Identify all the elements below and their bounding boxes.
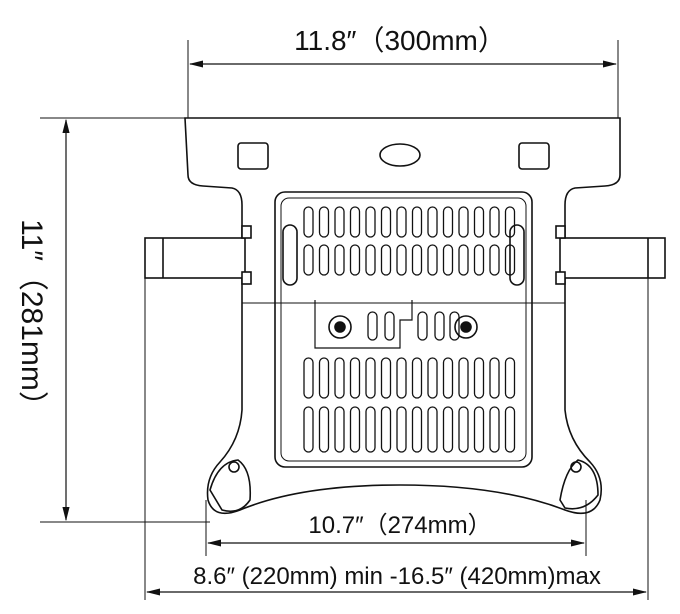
slot	[303, 244, 314, 276]
base-width-dimension: 10.7″（274mm）	[205, 500, 587, 556]
slot	[384, 311, 395, 341]
slot	[396, 206, 407, 238]
slot	[334, 244, 345, 276]
slot	[458, 357, 469, 399]
slot	[380, 244, 392, 276]
slot	[365, 357, 376, 399]
slot	[427, 244, 438, 276]
slot	[427, 357, 438, 399]
slot	[334, 206, 345, 238]
slot	[489, 357, 500, 399]
slot	[489, 244, 500, 276]
slot	[303, 206, 314, 238]
slot	[365, 406, 376, 453]
slot	[442, 206, 454, 238]
slot	[473, 406, 485, 453]
slot	[489, 206, 500, 238]
slot	[458, 406, 469, 453]
slot	[458, 244, 469, 276]
slot	[396, 357, 407, 399]
height-dimension: 11″（281mm）	[15, 117, 210, 523]
slot	[396, 244, 407, 276]
slot	[318, 357, 330, 399]
slot	[442, 357, 454, 399]
slot	[473, 244, 485, 276]
slot	[411, 406, 423, 453]
slot	[427, 206, 438, 238]
slot	[318, 244, 330, 276]
ventilation-slots	[303, 206, 516, 453]
slot	[365, 206, 376, 238]
slot	[334, 357, 345, 399]
slot	[365, 244, 376, 276]
slot	[434, 311, 445, 341]
top-width-label: 11.8″（300mm）	[294, 25, 506, 56]
slot	[349, 206, 361, 238]
slot	[442, 244, 454, 276]
slot	[504, 244, 516, 276]
slot	[380, 206, 392, 238]
arm-range-label: 8.6″ (220mm) min -16.5″ (420mm)max	[193, 563, 601, 590]
slot	[458, 206, 469, 238]
slot	[303, 357, 314, 399]
height-label: 11″（281mm）	[15, 219, 48, 421]
base-width-label: 10.7″（274mm）	[308, 512, 491, 539]
slot	[380, 406, 392, 453]
slot	[318, 206, 330, 238]
slot	[473, 206, 485, 238]
laptop-tray-drawing	[144, 117, 666, 515]
slot	[349, 357, 361, 399]
slot	[417, 311, 428, 341]
slot	[504, 206, 516, 238]
slot	[367, 311, 378, 341]
arm-range-dimension: 8.6″ (220mm) min -16.5″ (420mm)max	[144, 278, 649, 600]
slot	[334, 406, 345, 453]
slot	[504, 406, 516, 453]
slot	[449, 311, 460, 341]
slot	[504, 357, 516, 399]
slot	[411, 357, 423, 399]
slot	[411, 244, 423, 276]
top-width-dimension: 11.8″（300mm）	[187, 25, 619, 118]
slot	[442, 406, 454, 453]
slot	[427, 406, 438, 453]
slot	[396, 406, 407, 453]
slot	[318, 406, 330, 453]
slot	[349, 244, 361, 276]
slot	[473, 357, 485, 399]
slot	[349, 406, 361, 453]
slot	[303, 406, 314, 453]
slot	[380, 357, 392, 399]
slot	[489, 406, 500, 453]
slot	[411, 206, 423, 238]
